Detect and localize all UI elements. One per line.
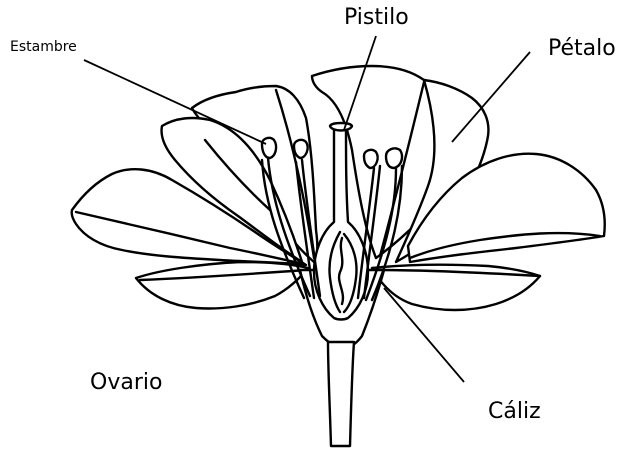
stem xyxy=(328,342,354,446)
label-petal: Pétalo xyxy=(548,36,616,61)
label-pistil: Pistilo xyxy=(344,5,409,30)
label-ovary: Ovario xyxy=(90,370,162,395)
label-stamen: Estambre xyxy=(10,39,77,55)
label-calyx: Cáliz xyxy=(488,399,541,424)
sepal-left xyxy=(136,262,308,309)
